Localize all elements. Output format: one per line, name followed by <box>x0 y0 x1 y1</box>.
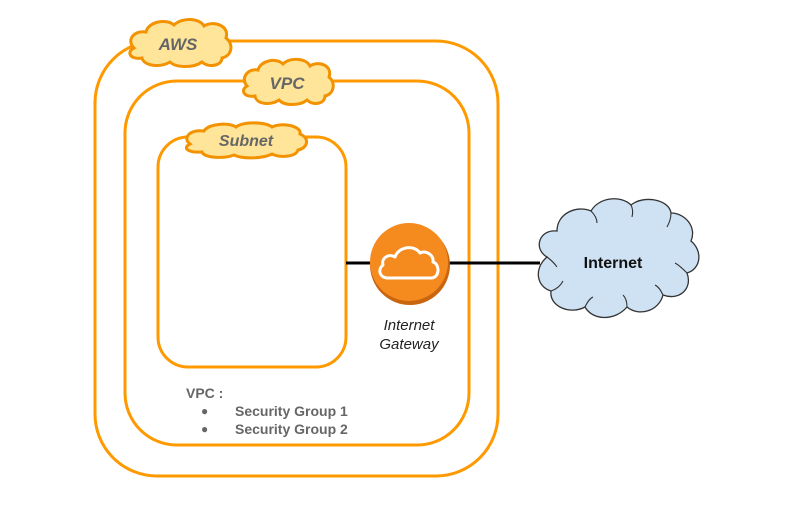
vpc-note-heading: VPC : <box>186 385 224 401</box>
security-group-item: ● Security Group 1 <box>186 402 348 420</box>
subnet-label: Subnet <box>219 133 274 150</box>
security-group-label: Security Group 1 <box>235 403 348 419</box>
security-group-label: Security Group 2 <box>235 421 348 437</box>
subnet-container <box>156 135 348 369</box>
vpc-label-cloud: VPC <box>242 57 335 106</box>
internet-cloud[interactable]: Internet <box>537 198 700 319</box>
aws-label-cloud: AWS <box>128 18 233 68</box>
bullet-icon: ● <box>201 422 209 436</box>
security-group-list: ● Security Group 1 ● Security Group 2 <box>186 402 348 438</box>
gateway-circle <box>370 223 448 301</box>
gateway-label-line1: Internet <box>384 317 436 334</box>
subnet-label-cloud: Subnet <box>185 121 308 160</box>
gateway-label-line2: Gateway <box>379 336 440 353</box>
bullet-icon: ● <box>201 404 209 418</box>
internet-gateway[interactable]: Internet Gateway <box>370 223 450 353</box>
aws-container <box>93 39 500 478</box>
internet-label: Internet <box>584 255 643 272</box>
aws-label: AWS <box>158 35 198 54</box>
security-group-item: ● Security Group 2 <box>186 420 348 438</box>
vpc-security-note: VPC : ● Security Group 1 ● Security Grou… <box>186 384 348 438</box>
cloud-icon <box>378 246 440 280</box>
vpc-label: VPC <box>270 74 306 93</box>
